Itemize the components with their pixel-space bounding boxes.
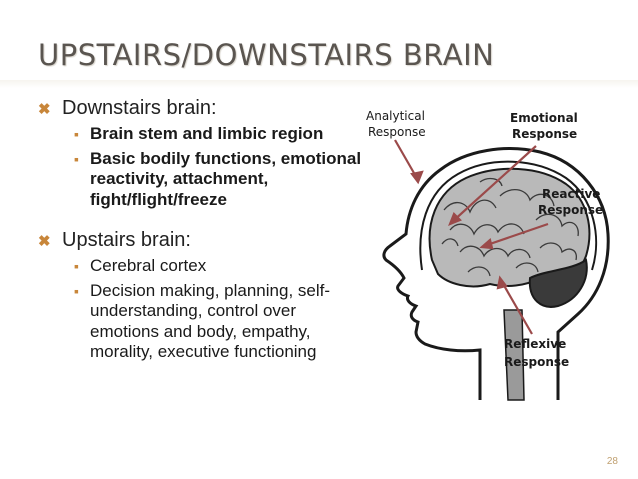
arrow-reflexive [501, 281, 533, 335]
brain-diagram: Analytical Response Emotional Response R… [340, 100, 630, 420]
arrow-emotional-head [448, 212, 462, 226]
arrow-emotional [451, 145, 537, 223]
title-divider [0, 80, 638, 88]
arrows [394, 139, 549, 335]
section-heading: Downstairs brain: [62, 97, 217, 119]
head-outline [382, 147, 610, 400]
upstairs-list: ▪Cerebral cortex ▪Decision making, plann… [34, 256, 364, 363]
x-bullet-icon: ✖ [38, 101, 51, 118]
square-bullet-icon: ▪ [74, 150, 79, 167]
cerebrum [428, 167, 591, 288]
section-downstairs: ✖ Downstairs brain: [34, 96, 364, 120]
label-reflexive-line1: Reflexive [504, 337, 566, 351]
list-item: ▪Cerebral cortex [74, 256, 207, 275]
arrow-reactive-head [479, 237, 494, 250]
label-reactive-line2: Response [538, 203, 603, 217]
spinal-cord [503, 309, 525, 401]
section-upstairs: ✖ Upstairs brain: [34, 228, 364, 252]
skull-outline [419, 160, 598, 271]
section-heading: Upstairs brain: [62, 229, 191, 251]
x-bullet-icon: ✖ [38, 233, 51, 250]
slide-title: UPSTAIRS/DOWNSTAIRS BRAIN [38, 38, 495, 72]
list-item: ▪Brain stem and limbic region [74, 124, 324, 143]
list-item: ▪Basic bodily functions, emotional react… [74, 148, 362, 209]
page-number: 28 [606, 456, 618, 467]
head-brain-illustration: Analytical Response Emotional Response R… [366, 109, 610, 401]
arrow-reflexive-head [496, 275, 508, 290]
label-reactive-line1: Reactive [542, 187, 600, 201]
downstairs-list: ▪Brain stem and limbic region ▪Basic bod… [34, 124, 364, 210]
label-emotional-line1: Emotional [510, 111, 578, 125]
cerebellum [528, 258, 588, 308]
list-item: ▪Decision making, planning, self-underst… [74, 280, 331, 362]
gyri-texture [441, 177, 579, 277]
square-bullet-icon: ▪ [74, 282, 79, 299]
label-emotional-line2: Response [512, 127, 577, 141]
bullet-content: ✖ Downstairs brain: ▪Brain stem and limb… [34, 96, 364, 367]
square-bullet-icon: ▪ [74, 258, 79, 274]
label-analytical-line2: Response [368, 125, 426, 139]
arrow-reactive [483, 222, 549, 248]
arrow-analytical-head [410, 170, 424, 185]
square-bullet-icon: ▪ [74, 126, 79, 142]
label-reflexive-line2: Response [504, 355, 569, 369]
label-analytical-line1: Analytical [366, 109, 425, 123]
